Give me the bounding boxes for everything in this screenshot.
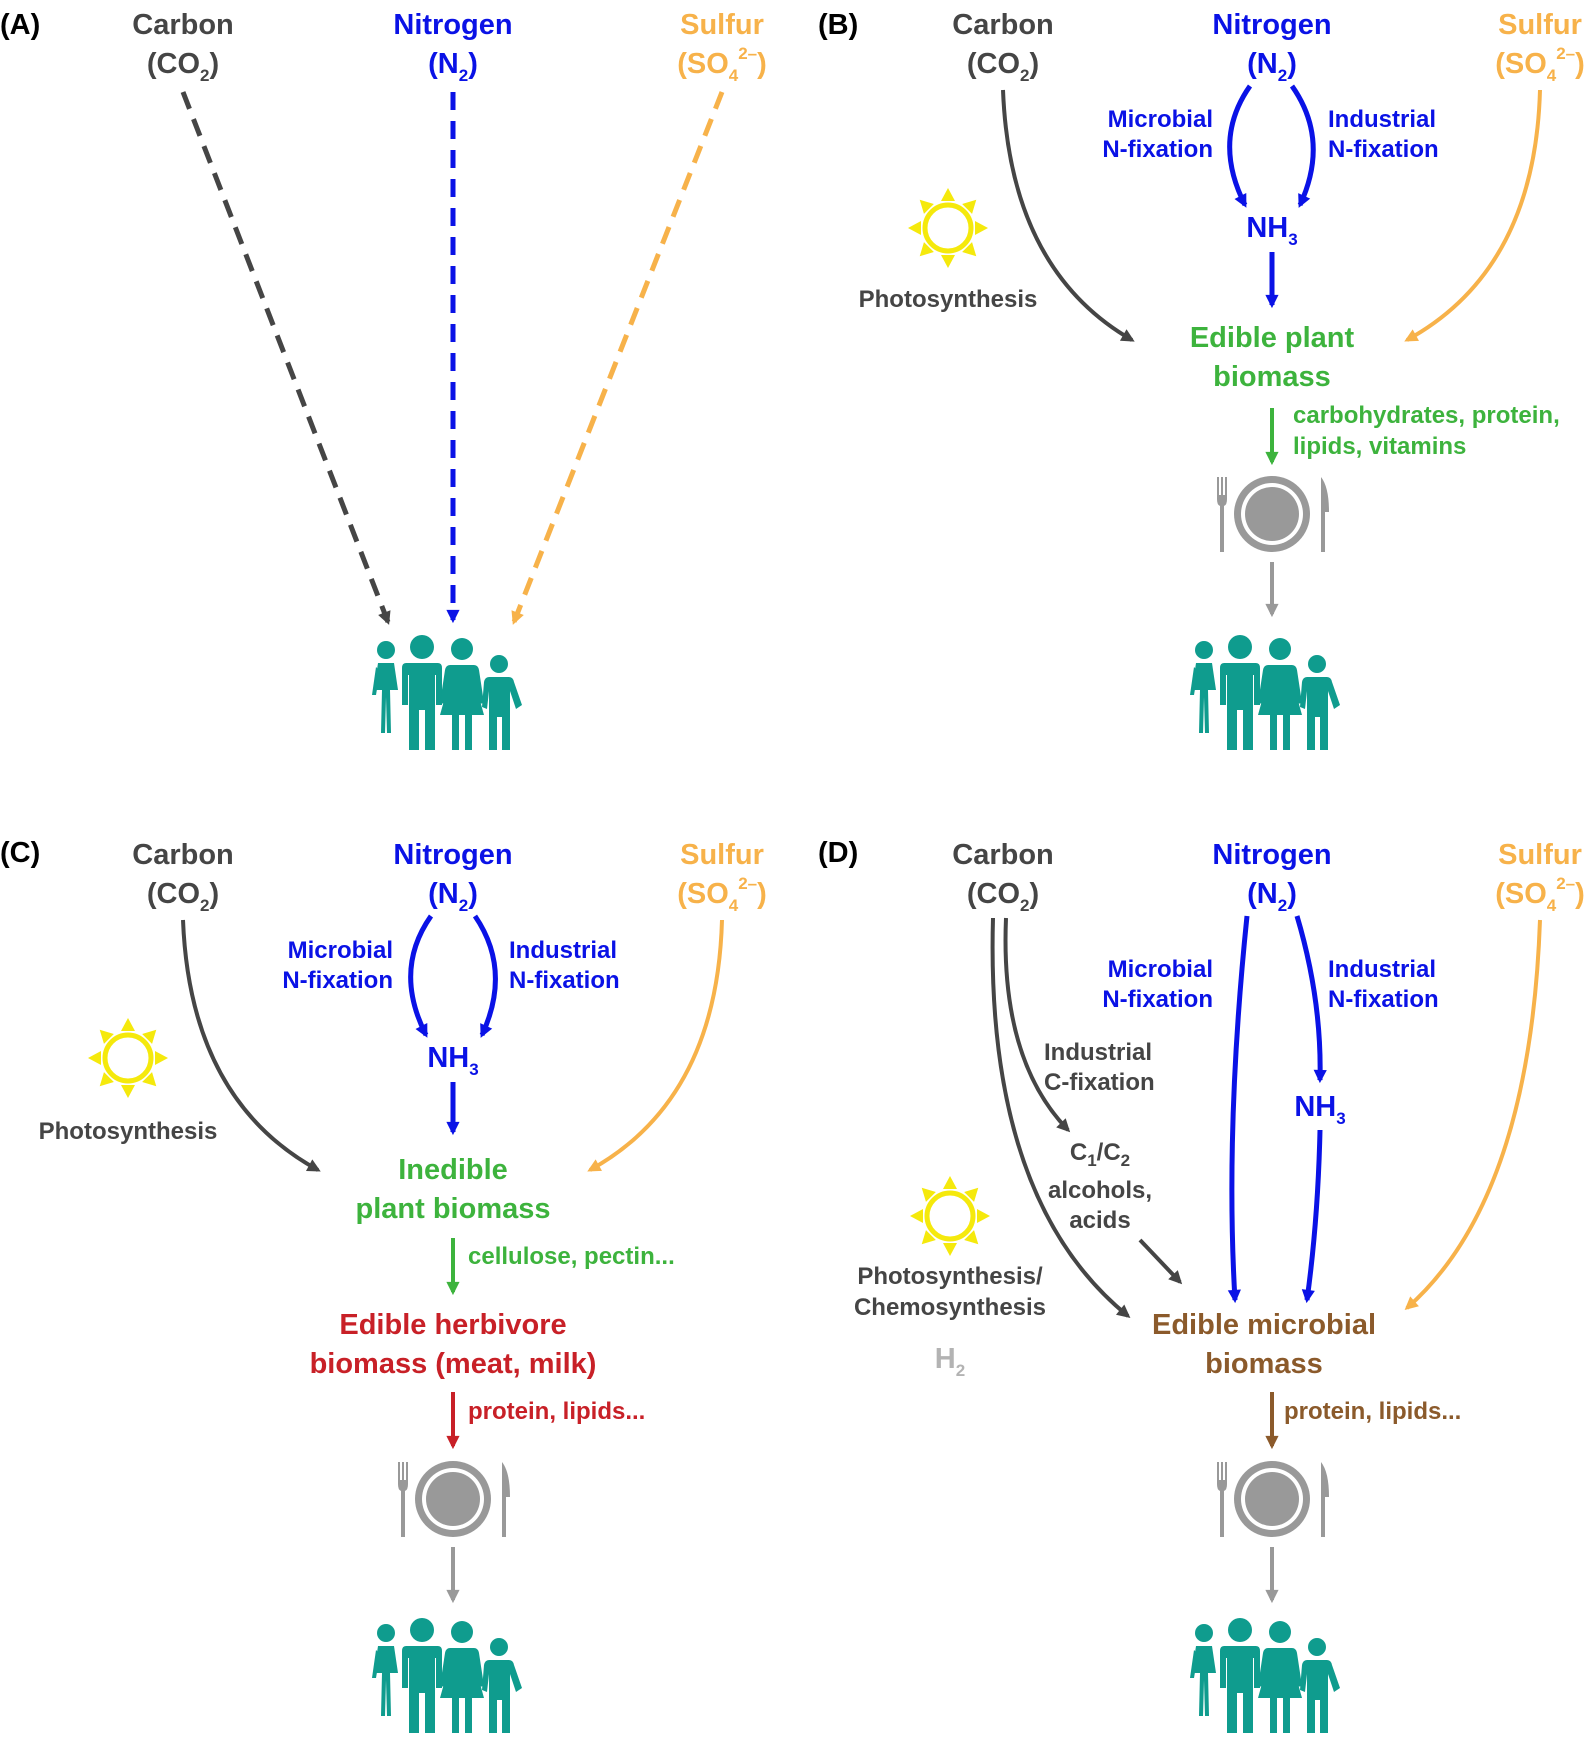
plant-nutrients-label: carbohydrates, protein,lipids, vitamins — [1293, 402, 1560, 460]
sulfur-title: Sulfur — [1498, 9, 1582, 41]
sulfur-formula: (SO42–) — [677, 874, 767, 915]
people-icon — [1190, 635, 1340, 750]
microbial-nutrients-label: protein, lipids... — [1284, 1398, 1461, 1425]
plant-nutrients-label: cellulose, pectin... — [468, 1243, 675, 1270]
nitrogen-formula: (N2) — [1247, 48, 1297, 85]
h2-label: H2 — [935, 1343, 965, 1380]
sulfur-title: Sulfur — [1498, 839, 1582, 871]
carbon-title: Carbon — [952, 9, 1054, 41]
sulfur-formula: (SO42–) — [1495, 874, 1585, 915]
microbial-fixation-arrow — [1227, 84, 1253, 208]
industrial-fixation-arrow — [1289, 84, 1316, 208]
carbon-title: Carbon — [952, 839, 1054, 871]
panel-a: (A) Carbon (CO2) Nitrogen (N2) Sulfur (S… — [0, 9, 767, 750]
plate-icon — [1217, 1461, 1329, 1537]
sulfur-formula: (SO42–) — [677, 44, 767, 85]
carbon-formula: (CO2) — [967, 48, 1039, 85]
plate-icon — [1217, 476, 1329, 552]
nitrogen-formula: (N2) — [428, 48, 478, 85]
nh3-label: NH3 — [1294, 1091, 1345, 1128]
herbivore-nutrients-label: protein, lipids... — [468, 1398, 645, 1425]
nitrogen-title: Nitrogen — [393, 9, 512, 41]
panel-c: (C) Carbon (CO2) Nitrogen (N2) Sulfur (S… — [0, 837, 767, 1733]
panel-d-letter: (D) — [818, 837, 858, 869]
photosynthesis-label: Photosynthesis — [859, 286, 1038, 313]
nh3-label: NH3 — [1246, 212, 1297, 249]
carbon-title: Carbon — [132, 839, 234, 871]
alcohols-acids-label: alcohols,acids — [1048, 1177, 1152, 1234]
sulfur-formula: (SO42–) — [1495, 44, 1585, 85]
nitrogen-title: Nitrogen — [393, 839, 512, 871]
carbon-formula: (CO2) — [147, 878, 219, 915]
people-icon — [372, 1618, 522, 1733]
carbon-arrow — [1001, 89, 1135, 342]
sulfur-title: Sulfur — [680, 839, 764, 871]
sun-icon — [908, 188, 988, 268]
c1c2-label: C1/C2 — [1070, 1139, 1130, 1170]
microbial-fixation-arrow — [408, 914, 434, 1038]
panel-b: (B) Carbon (CO2) Nitrogen (N2) Sulfur (S… — [818, 9, 1585, 750]
photosynthesis-label: Photosynthesis — [39, 1118, 218, 1145]
sulfur-title: Sulfur — [680, 9, 764, 41]
carbon-formula: (CO2) — [967, 878, 1039, 915]
carbon-direct-arrow — [990, 917, 1131, 1318]
sulfur-arrow — [1404, 919, 1542, 1311]
plate-icon — [398, 1461, 510, 1537]
carbon-arrow — [180, 91, 391, 625]
people-icon — [1190, 1618, 1340, 1733]
nh3-arrow — [1301, 1129, 1323, 1304]
photosynthesis-label: Photosynthesis/Chemosynthesis — [854, 1263, 1046, 1321]
panel-a-letter: (A) — [0, 9, 40, 41]
c1c2-arrow — [1138, 1238, 1183, 1285]
industrial-fixation-arrow — [472, 914, 498, 1038]
nh3-label: NH3 — [427, 1042, 478, 1079]
carbon-arrow — [181, 919, 321, 1172]
panel-c-letter: (C) — [0, 837, 40, 869]
microbial-fixation-arrow — [1227, 915, 1250, 1304]
sun-icon — [910, 1176, 990, 1256]
sulfur-arrow — [1404, 89, 1542, 342]
sulfur-arrow — [587, 919, 724, 1172]
panel-d: (D) Carbon (CO2) Nitrogen (N2) Sulfur (S… — [818, 837, 1585, 1733]
nitrogen-title: Nitrogen — [1212, 9, 1331, 41]
people-icon — [372, 635, 522, 750]
carbon-title: Carbon — [132, 9, 234, 41]
sulfur-arrow — [511, 91, 725, 625]
carbon-formula: (CO2) — [147, 48, 219, 85]
sun-icon — [88, 1018, 168, 1098]
carbon-fixation-arrow — [1003, 917, 1071, 1133]
nitrogen-formula: (N2) — [1247, 878, 1297, 915]
industrial-fixation-arrow — [1294, 915, 1327, 1084]
nitrogen-formula: (N2) — [428, 878, 478, 915]
nitrogen-title: Nitrogen — [1212, 839, 1331, 871]
panel-b-letter: (B) — [818, 9, 858, 41]
